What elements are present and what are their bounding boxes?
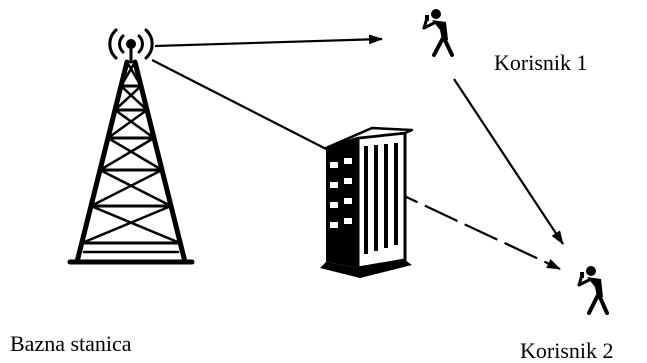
arrow-user1-to-user2 [453, 78, 564, 245]
signal-arrows [151, 34, 564, 270]
user-2-icon [577, 266, 609, 315]
arrow-tower-to-user1 [154, 34, 383, 48]
user-2-label: Korisnik 2 [520, 338, 614, 363]
base-station-label: Bazna stanica [10, 331, 132, 356]
user-1-label: Korisnik 1 [494, 50, 588, 75]
cell-tower-icon [67, 28, 195, 265]
arrow-tower-to-building [151, 59, 333, 153]
building-icon [320, 126, 414, 278]
arrow-building-to-user2 [384, 186, 561, 270]
user-1-icon [422, 9, 454, 57]
